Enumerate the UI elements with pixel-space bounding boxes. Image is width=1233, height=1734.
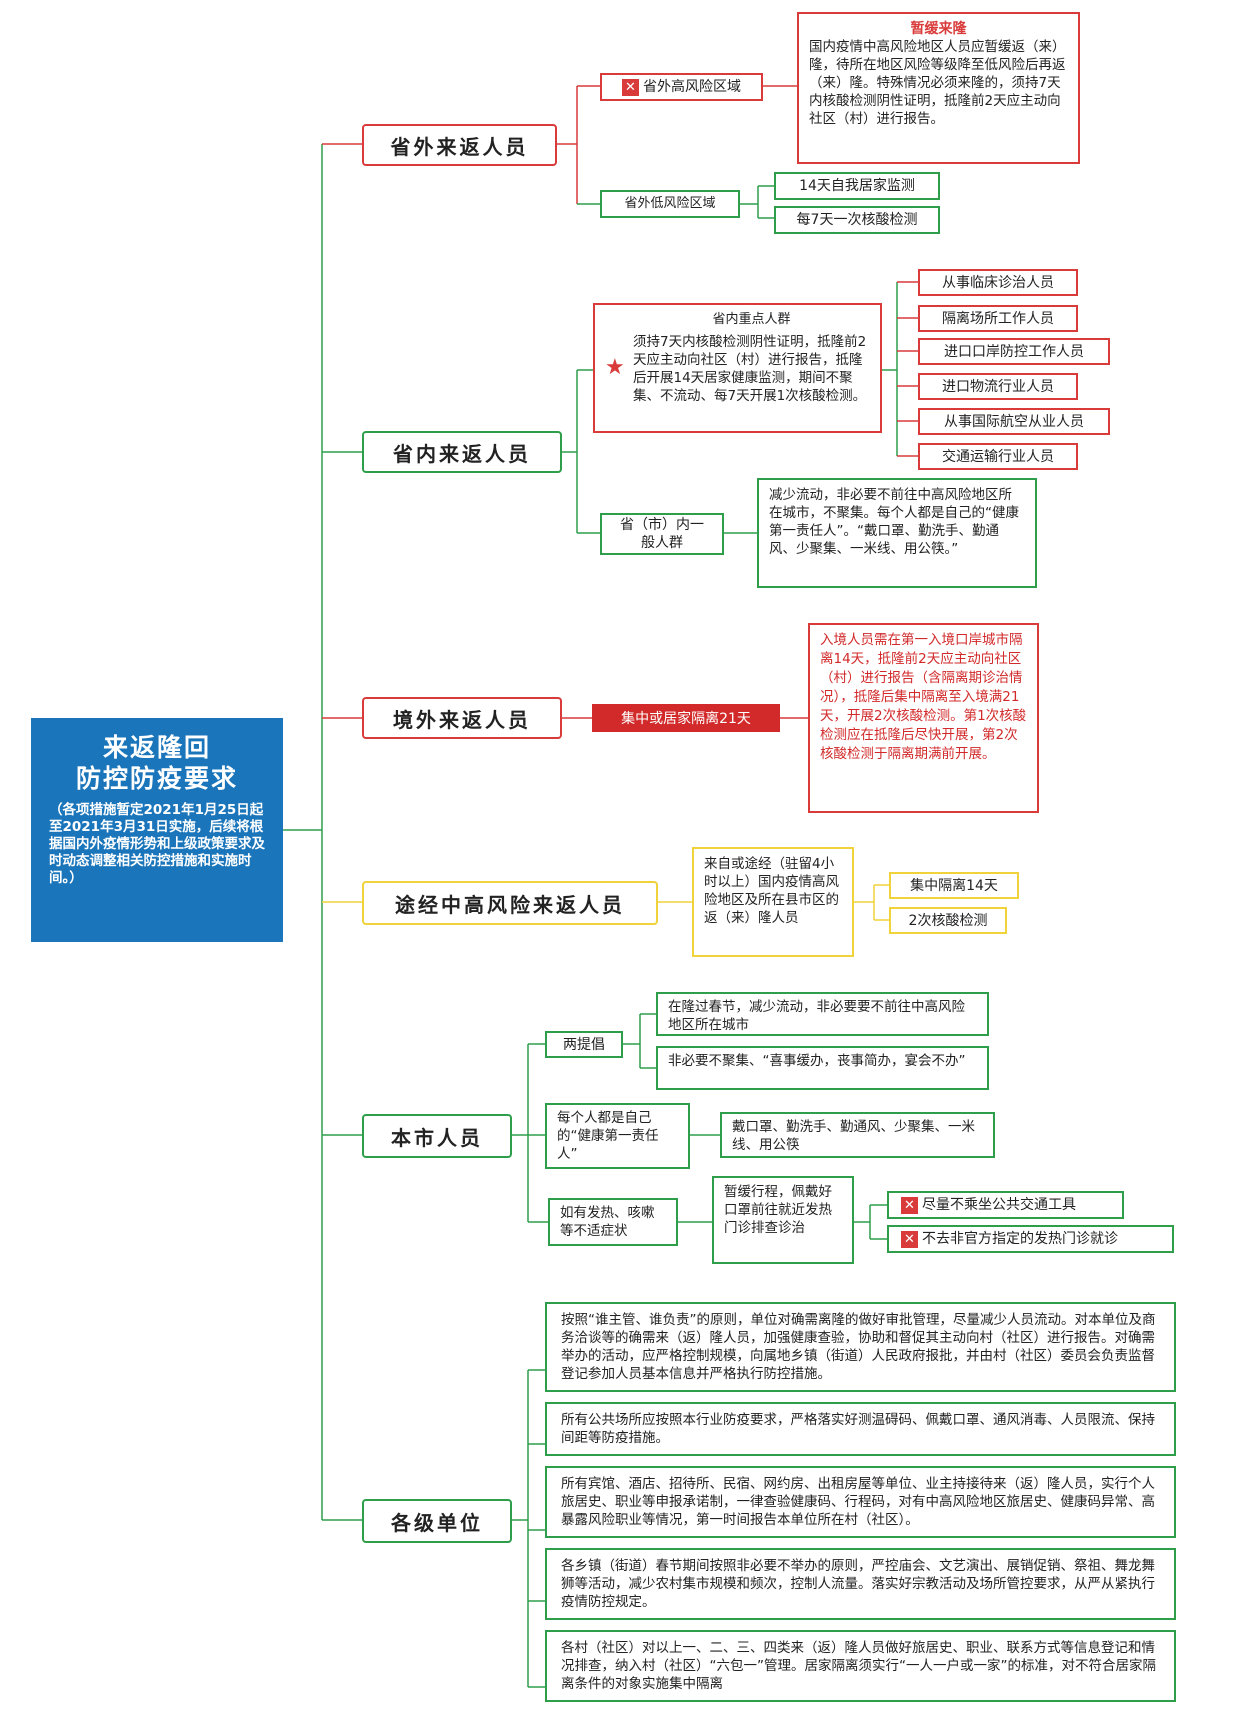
category-units: 各级单位 — [362, 1499, 512, 1543]
key-group-item-1: 从事临床诊治人员 — [918, 269, 1078, 296]
key-group-item-4: 进口物流行业人员 — [918, 373, 1078, 400]
close-icon: ✕ — [901, 1230, 918, 1248]
units-item-2: 所有公共场所应按照本行业防疫要求，严格落实好测温碍码、佩戴口罩、通风消毒、人员限… — [545, 1402, 1176, 1456]
out-low-risk-item-2: 每7天一次核酸检测 — [774, 206, 940, 234]
local-two-label: 两提倡 — [545, 1031, 623, 1058]
local-fever-item-1-text: 尽量不乘坐公共交通工具 — [922, 1197, 1076, 1213]
key-group-item-2: 隔离场所工作人员 — [918, 305, 1078, 332]
out-low-risk-label: 省外低风险区域 — [600, 190, 740, 218]
via-risk-item-1: 集中隔离14天 — [889, 872, 1019, 899]
units-item-1: 按照“谁主管、谁负责”的原则，单位对确需离隆的做好审批管理，尽量减少人员流动。对… — [545, 1302, 1176, 1392]
key-group-item-3: 进口口岸防控工作人员 — [918, 338, 1110, 365]
category-overseas: 境外来返人员 — [362, 697, 562, 739]
in-key-group-box: 省内重点人群 须持7天内核酸检测阴性证明，抵隆前2天应主动向社区（村）进行报告，… — [593, 303, 882, 433]
out-high-risk-label: ✕ 省外高风险区域 — [600, 73, 763, 101]
via-risk-desc: 来自或途经（驻留4小时以上）国内疫情高风险地区及所在县市区的返（来）隆人员 — [692, 847, 854, 957]
local-fever-label: 如有发热、咳嗽等不适症状 — [548, 1198, 678, 1246]
main-title-line2: 防控防疫要求 — [75, 764, 238, 793]
category-out-province: 省外来返人员 — [362, 124, 557, 166]
via-risk-item-2: 2次核酸检测 — [889, 907, 1007, 934]
local-fever-item-1: ✕ 尽量不乘坐公共交通工具 — [887, 1191, 1124, 1219]
local-resp-text: 戴口罩、勤洗手、勤通风、少聚集、一米线、用公筷 — [720, 1112, 995, 1158]
category-in-province: 省内来返人员 — [362, 431, 562, 473]
in-general-text: 减少流动，非必要不前往中高风险地区所在城市，不聚集。每个人都是自己的“健康第一责… — [757, 478, 1037, 588]
local-fever-item-2: ✕ 不去非官方指定的发热门诊就诊 — [887, 1225, 1174, 1253]
in-key-group-title: 省内重点人群 — [712, 312, 791, 327]
local-fever-item-2-text: 不去非官方指定的发热门诊就诊 — [922, 1231, 1118, 1247]
close-icon: ✕ — [622, 78, 639, 96]
overseas-measure: 集中或居家隔离21天 — [592, 704, 780, 732]
units-item-5: 各村（社区）对以上一、二、三、四类来（返）隆人员做好旅居史、职业、联系方式等信息… — [545, 1630, 1176, 1702]
local-two-item-2: 非必要不聚集、“喜事缓办，丧事简办，宴会不办” — [656, 1046, 989, 1090]
in-general-label: 省（市）内一般人群 — [600, 513, 724, 555]
out-high-risk-label-text: 省外高风险区域 — [643, 79, 741, 95]
main-title-box: 来返隆回 防控防疫要求 （各项措施暂定2021年1月25日起至2021年3月31… — [31, 718, 283, 942]
units-item-4: 各乡镇（街道）春节期间按照非必要不举办的原则，严控庙会、文艺演出、展销促销、祭祖… — [545, 1548, 1176, 1620]
category-local: 本市人员 — [362, 1114, 512, 1158]
out-low-risk-item-1: 14天自我居家监测 — [774, 172, 940, 200]
star-icon: ★ — [605, 355, 625, 380]
units-item-3: 所有宾馆、酒店、招待所、民宿、网约房、出租房屋等单位、业主持接待来（返）隆人员，… — [545, 1466, 1176, 1538]
main-note: （各项措施暂定2021年1月25日起至2021年3月31日实施，后续将根据国内外… — [49, 802, 265, 886]
in-key-group-text: 须持7天内核酸检测阴性证明，抵隆前2天应主动向社区（村）进行报告，抵隆后开展14… — [633, 334, 867, 404]
local-fever-action: 暂缓行程，佩戴好口罩前往就近发热门诊排查诊治 — [712, 1176, 854, 1264]
key-group-item-6: 交通运输行业人员 — [918, 443, 1078, 470]
out-high-risk-title: 暂缓来隆 — [910, 21, 967, 37]
out-high-risk-text: 国内疫情中高风险地区人员应暂缓返（来）隆，待所在地区风险等级降至低风险后再返（来… — [809, 39, 1066, 127]
category-via-risk: 途经中高风险来返人员 — [362, 881, 658, 925]
local-two-item-1: 在隆过春节，减少流动，非必要要不前往中高风险地区所在城市 — [656, 992, 989, 1036]
local-resp-label: 每个人都是自己的“健康第一责任人” — [545, 1103, 690, 1169]
main-title-line1: 来返隆回 — [102, 733, 211, 762]
out-high-risk-box: 暂缓来隆 国内疫情中高风险地区人员应暂缓返（来）隆，待所在地区风险等级降至低风险… — [797, 12, 1080, 164]
overseas-text: 入境人员需在第一入境口岸城市隔离14天，抵隆前2天应主动向社区（村）进行报告（含… — [808, 623, 1039, 813]
key-group-item-5: 从事国际航空从业人员 — [918, 408, 1110, 435]
close-icon: ✕ — [901, 1196, 918, 1214]
